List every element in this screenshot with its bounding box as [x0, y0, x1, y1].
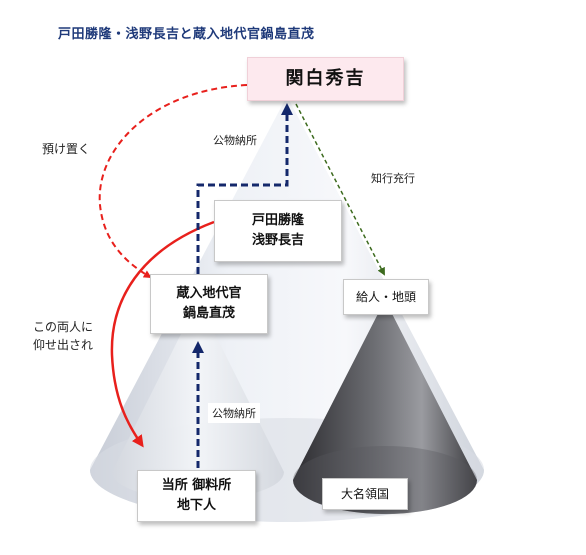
kono-line2: 仰せ出され [33, 338, 94, 352]
nabeshima-label: 鍋島直茂 [182, 306, 235, 321]
koubutsu-lower-label: 公物納所 [208, 403, 260, 423]
daimyo-label: 大名領国 [340, 486, 389, 501]
red-dashed-arrow [98, 84, 248, 279]
hideyoshi-box: 関白秀吉 [247, 57, 404, 101]
asano-label: 浅野長吉 [251, 233, 304, 248]
kono-line1: この両人に [33, 320, 94, 334]
daikan-box: 蔵入地代官 鍋島直茂 [150, 274, 268, 334]
chigyou-label: 知行充行 [371, 172, 415, 185]
red-solid-arrow [110, 220, 215, 448]
diagram-title: 戸田勝隆・浅野長吉と蔵入地代官鍋島直茂 [58, 27, 315, 42]
hideyoshi-label: 関白秀吉 [285, 68, 366, 90]
tokoro-label: 当所 御料所 [161, 477, 232, 493]
tokoro-box: 当所 御料所 地下人 [137, 470, 256, 522]
green-dashed-arrow [295, 103, 385, 276]
daikan-label: 蔵入地代官 [176, 285, 242, 301]
kono-ryounin-label: この両人に 仰せ出され [33, 318, 93, 354]
jigenin-label: 地下人 [176, 498, 216, 513]
koubutsu-upper-label: 公物納所 [213, 134, 257, 147]
kyunin-box: 給人・地頭 [343, 279, 429, 315]
navy-dashed-arrow-upper [196, 103, 293, 274]
daimyo-box: 大名領国 [322, 478, 408, 510]
azuke-label: 預け置く [42, 142, 91, 156]
toda-asano-box: 戸田勝隆 浅野長吉 [214, 200, 342, 262]
toda-label: 戸田勝隆 [251, 212, 304, 228]
kyunin-label: 給人・地頭 [355, 289, 416, 304]
